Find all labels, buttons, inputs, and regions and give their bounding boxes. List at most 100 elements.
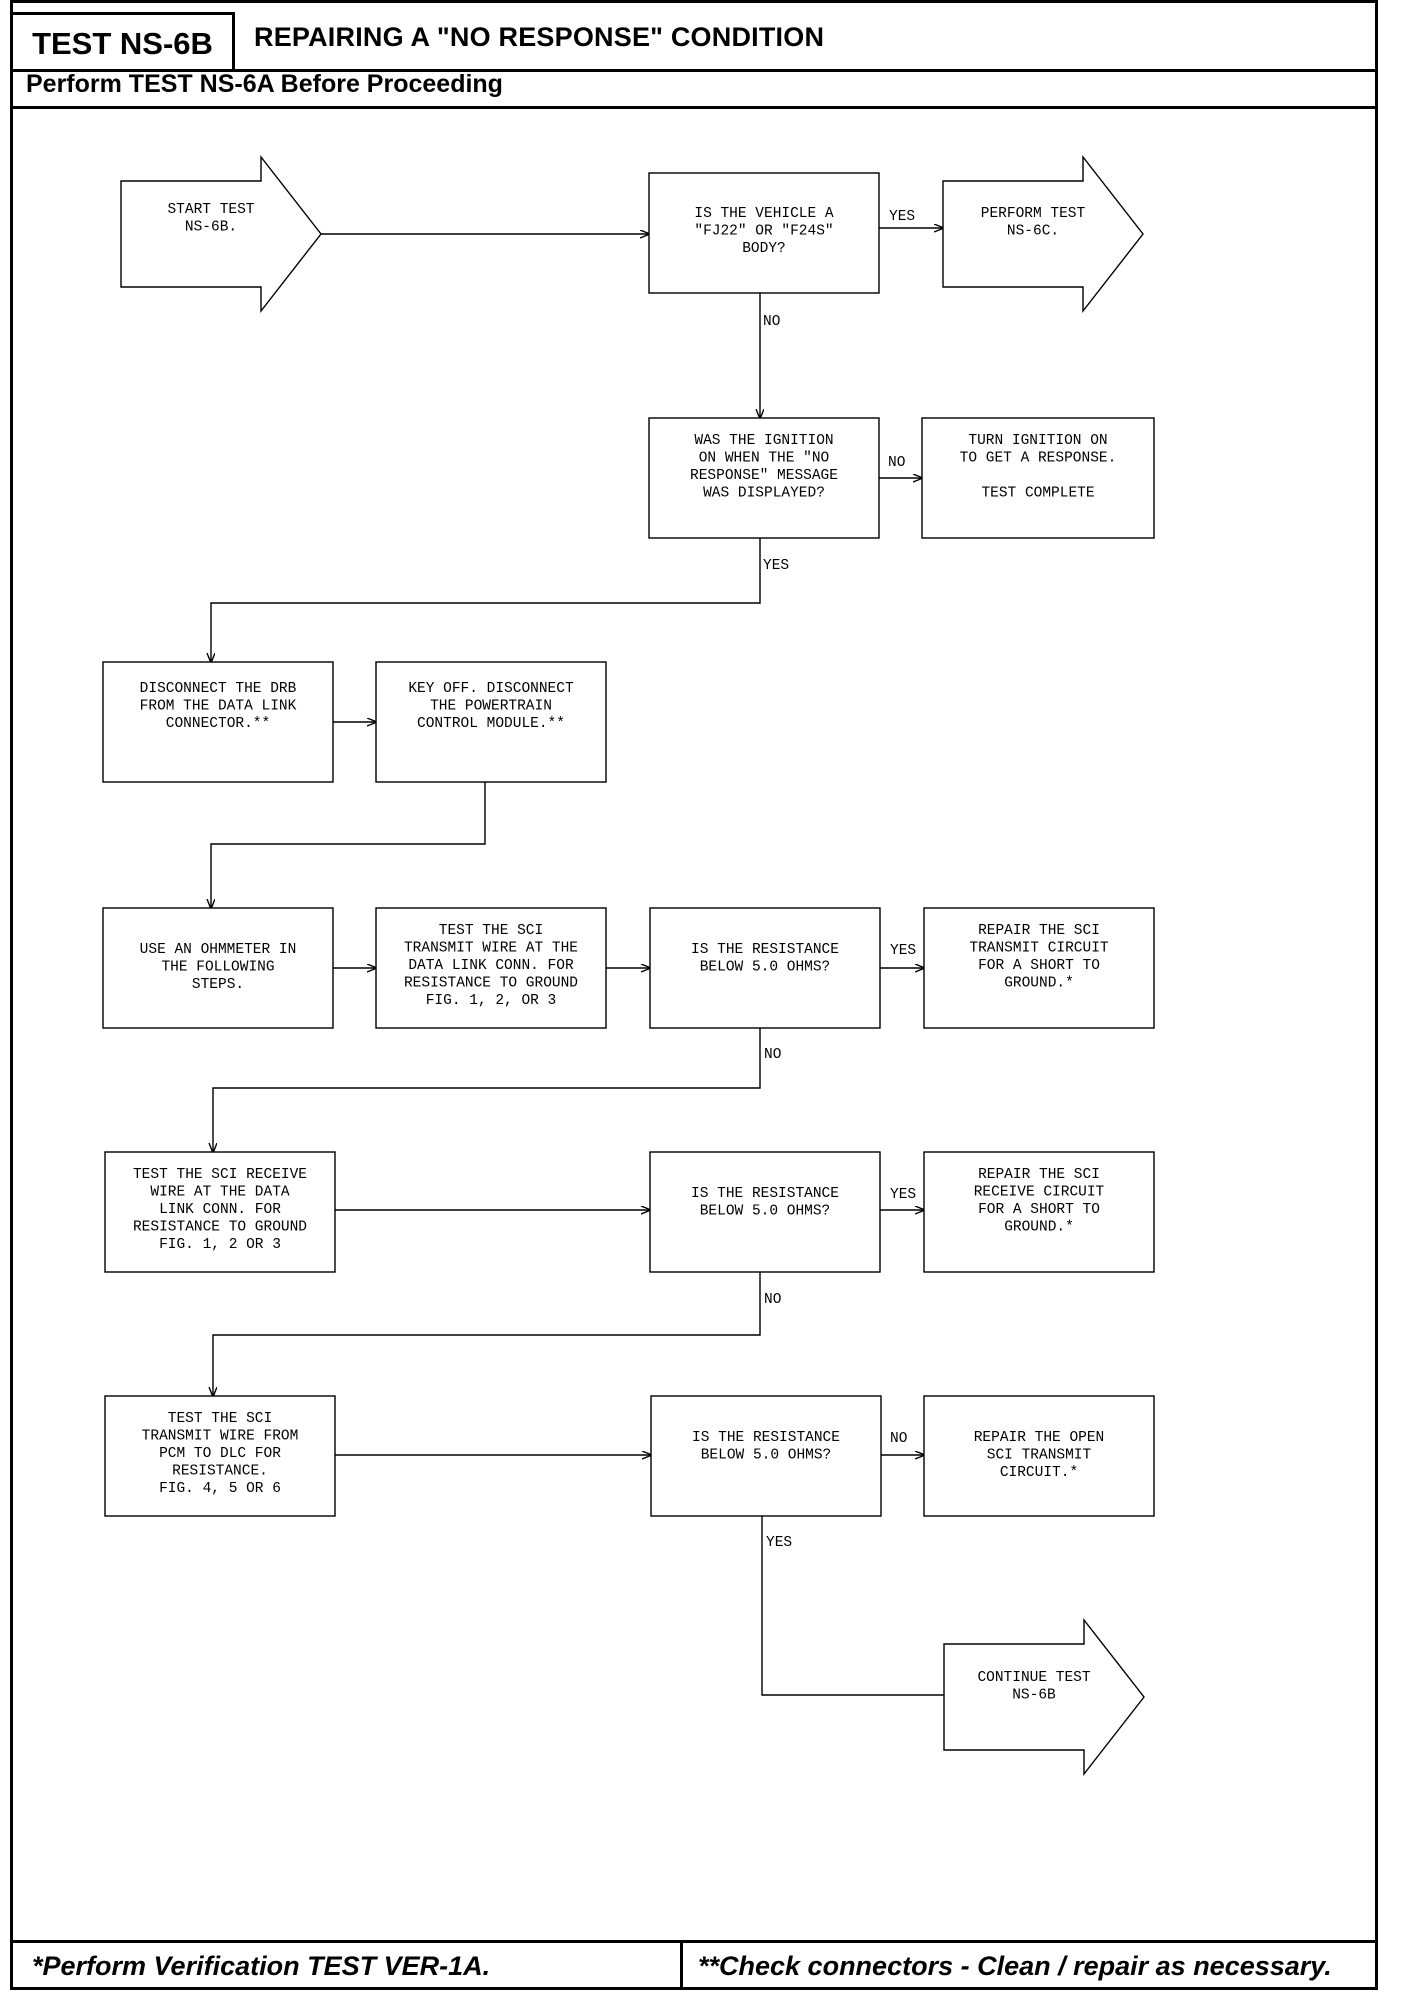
node-text-line: FROM THE DATA LINK: [140, 699, 297, 715]
test-title: REPAIRING A "NO RESPONSE" CONDITION: [254, 22, 825, 52]
prerequisite-note: Perform TEST NS-6A Before Proceeding: [26, 70, 503, 98]
node-text-line: CONTROL MODULE.**: [417, 716, 565, 732]
node-text-line: THE POWERTRAIN: [430, 699, 552, 715]
edge-label-ignition-yes: YES: [763, 558, 789, 574]
edge-label-res1-no: NO: [764, 1047, 781, 1063]
process-box: [923, 907, 1155, 1029]
node-text-line: IS THE RESISTANCE: [692, 1430, 840, 1446]
edge-label-res2-yes: YES: [890, 1187, 916, 1203]
node-text-line: TURN IGNITION ON: [968, 433, 1107, 449]
process-box: [102, 907, 334, 1029]
test-id-label: TEST NS-6B: [10, 12, 235, 72]
footer-connector-note: **Check connectors - Clean / repair as n…: [698, 1951, 1332, 1981]
node-text-line: IS THE VEHICLE A: [694, 206, 834, 222]
node-text-line: RESISTANCE.: [172, 1464, 268, 1480]
node-start: START TEST NS-6B.: [120, 154, 322, 314]
node-text-line: WAS THE IGNITION: [694, 433, 833, 449]
node-text-line: DISCONNECT THE DRB: [140, 681, 297, 697]
process-box: [923, 1151, 1155, 1273]
node-text-line: SCI TRANSMIT: [987, 1448, 1092, 1464]
node-text-line: BODY?: [742, 241, 786, 257]
process-box: [648, 417, 880, 539]
node-text-line: TO GET A RESPONSE.: [960, 451, 1117, 467]
node-perform-6c: PERFORM TEST NS-6C.: [942, 154, 1144, 314]
node-test-receive-ground: TEST THE SCI RECEIVE WIRE AT THE DATALINK…: [104, 1151, 336, 1273]
node-text-line: FIG. 1, 2 OR 3: [159, 1237, 281, 1253]
node-text-line: NS-6B.: [185, 220, 237, 236]
node-text-line: FOR A SHORT TO: [978, 1202, 1100, 1218]
node-text-line: TRANSMIT WIRE FROM: [142, 1429, 299, 1445]
node-text-line: REPAIR THE SCI: [978, 1167, 1100, 1183]
node-text-line: RESISTANCE TO GROUND: [404, 976, 578, 992]
node-text-line: FIG. 1, 2, OR 3: [426, 993, 557, 1009]
node-text-line: GROUND.*: [1004, 976, 1074, 992]
node-text-line: WAS DISPLAYED?: [703, 486, 825, 502]
process-box: [650, 1395, 882, 1517]
edge-label-res2-no: NO: [764, 1292, 781, 1308]
node-q-res-2: IS THE RESISTANCE BELOW 5.0 OHMS?: [649, 1151, 881, 1273]
node-text-line: USE AN OHMMETER IN: [140, 942, 297, 958]
node-text-line: TRANSMIT WIRE AT THE: [404, 941, 578, 957]
arrow-shape: [942, 154, 1144, 314]
process-box: [923, 1395, 1155, 1517]
node-text-line: TEST THE SCI RECEIVE: [133, 1167, 307, 1183]
node-text-line: REPAIR THE SCI: [978, 923, 1100, 939]
footer-divider: [680, 1943, 683, 1990]
node-text-line: IS THE RESISTANCE: [691, 1186, 839, 1202]
node-disconnect-drb: DISCONNECT THE DRB FROM THE DATA LINKCONN…: [102, 661, 334, 783]
page-frame: [10, 0, 1378, 1990]
node-q-body: IS THE VEHICLE A "FJ22" OR "F24S"BODY?: [648, 172, 880, 294]
node-text-line: THE FOLLOWING: [161, 960, 274, 976]
process-box: [102, 661, 334, 783]
node-text-line: BELOW 5.0 OHMS?: [701, 1448, 832, 1464]
arrow-shape: [120, 154, 322, 314]
process-box: [649, 907, 881, 1029]
edge-label-ignition-no: NO: [888, 455, 905, 471]
node-text-line: GROUND.*: [1004, 1220, 1074, 1236]
flow-connector: [213, 1272, 761, 1396]
flow-connector: [211, 538, 761, 662]
process-box: [375, 661, 607, 783]
node-text-line: TEST COMPLETE: [981, 486, 1094, 502]
process-box: [104, 1395, 336, 1517]
node-text-line: FIG. 4, 5 OR 6: [159, 1481, 281, 1497]
node-text-line: BELOW 5.0 OHMS?: [700, 1204, 831, 1220]
node-text-line: TEST THE SCI: [439, 923, 543, 939]
node-text-line: NS-6B: [1012, 1688, 1056, 1704]
node-text-line: FOR A SHORT TO: [978, 958, 1100, 974]
flow-connector: [213, 1028, 761, 1152]
node-text-line: CONTINUE TEST: [977, 1670, 1090, 1686]
edge-label-res1-yes: YES: [890, 943, 916, 959]
node-text-line: RESPONSE" MESSAGE: [690, 468, 838, 484]
process-box: [375, 907, 607, 1029]
node-turn-ignition: TURN IGNITION ON TO GET A RESPONSE. TEST C…: [921, 417, 1155, 539]
arrow-shape: [943, 1617, 1145, 1777]
node-text-line: BELOW 5.0 OHMS?: [700, 960, 831, 976]
process-box: [921, 417, 1155, 539]
node-text-line: CONNECTOR.**: [166, 716, 270, 732]
edge-label-res3-yes: YES: [766, 1535, 792, 1551]
node-text-line: LINK CONN. FOR: [159, 1202, 281, 1218]
node-text-line: NS-6C.: [1007, 224, 1059, 240]
node-text-line: START TEST: [167, 202, 254, 218]
flow-connector: [761, 1516, 980, 1695]
node-text-line: IS THE RESISTANCE: [691, 942, 839, 958]
process-box: [104, 1151, 336, 1273]
node-text-line: CIRCUIT.*: [1000, 1465, 1078, 1481]
node-text-line: TRANSMIT CIRCUIT: [969, 941, 1109, 957]
node-text-line: PERFORM TEST: [981, 206, 1086, 222]
node-text-line: WIRE AT THE DATA: [150, 1185, 290, 1201]
node-text-line: PCM TO DLC FOR: [159, 1446, 281, 1462]
node-continue: CONTINUE TEST NS-6B: [943, 1617, 1145, 1777]
node-text-line: "FJ22" OR "F24S": [694, 224, 833, 240]
footer-verification-note: *Perform Verification TEST VER-1A.: [32, 1951, 491, 1981]
header-row: [10, 0, 1378, 72]
